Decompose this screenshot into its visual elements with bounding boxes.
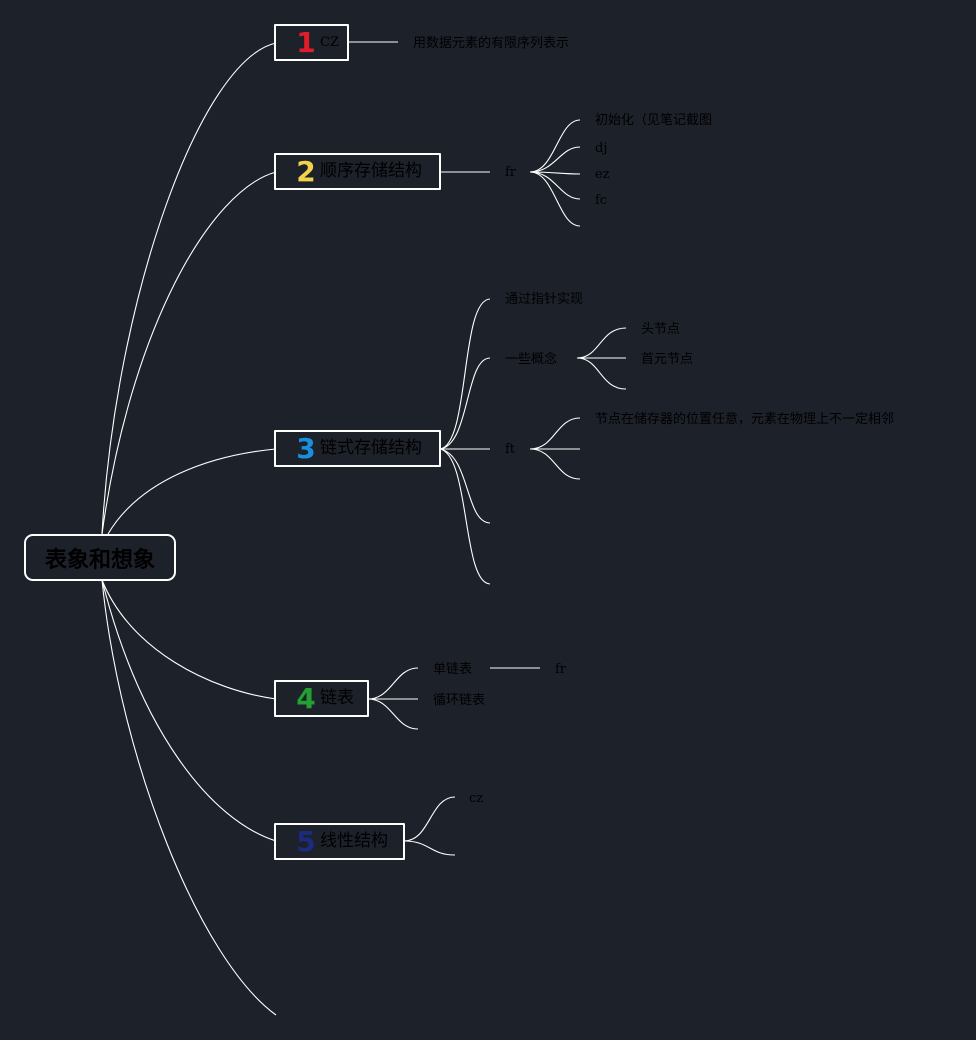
t3-pointer[interactable]: 通过指针实现 bbox=[505, 292, 584, 307]
t2-item-dj[interactable]: dj bbox=[595, 141, 608, 156]
t5-cz[interactable]: cz bbox=[469, 791, 484, 806]
number-5-icon: 5 bbox=[296, 824, 316, 858]
topic-5-label: 线性结构 bbox=[320, 831, 388, 851]
topic-3-label: 链式存储结构 bbox=[320, 438, 422, 458]
number-3-icon: 3 bbox=[296, 431, 316, 465]
number-4-icon: 4 bbox=[296, 681, 316, 715]
topic-2[interactable]: 2 顺序存储结构 bbox=[274, 153, 441, 190]
t3-first-node[interactable]: 首元节点 bbox=[641, 352, 694, 367]
topic-1[interactable]: 1 CZ bbox=[274, 24, 349, 61]
t1-note[interactable]: 用数据元素的有限序列表示 bbox=[413, 36, 570, 51]
t2-item-ez[interactable]: ez bbox=[595, 167, 610, 182]
t3-head-node[interactable]: 头节点 bbox=[641, 322, 681, 337]
topic-4[interactable]: 4 链表 bbox=[274, 680, 369, 717]
t2-fr-label[interactable]: fr bbox=[505, 165, 517, 180]
topic-2-label: 顺序存储结构 bbox=[320, 161, 422, 181]
root-topic[interactable]: 表象和想象 bbox=[24, 534, 176, 581]
topic-3[interactable]: 3 链式存储结构 bbox=[274, 430, 441, 467]
topic-4-label: 链表 bbox=[320, 688, 354, 708]
root-label: 表象和想象 bbox=[44, 547, 155, 573]
t2-item-init[interactable]: 初始化（见笔记截图 bbox=[595, 113, 713, 128]
t4-fr-label[interactable]: fr bbox=[555, 662, 567, 677]
t3-concepts[interactable]: 一些概念 bbox=[505, 352, 558, 367]
t4-circular-list[interactable]: 循环链表 bbox=[433, 693, 486, 708]
topic-1-label: CZ bbox=[320, 35, 339, 50]
number-1-icon: 1 bbox=[296, 25, 316, 59]
t3-ft-label[interactable]: ft bbox=[505, 442, 516, 457]
t2-item-fc[interactable]: fc bbox=[595, 193, 608, 208]
t3-ft-note[interactable]: 节点在储存器的位置任意，元素在物理上不一定相邻 bbox=[595, 412, 895, 427]
topic-5[interactable]: 5 线性结构 bbox=[274, 823, 405, 860]
number-2-icon: 2 bbox=[296, 154, 316, 188]
t4-single-list[interactable]: 单链表 bbox=[433, 662, 473, 677]
